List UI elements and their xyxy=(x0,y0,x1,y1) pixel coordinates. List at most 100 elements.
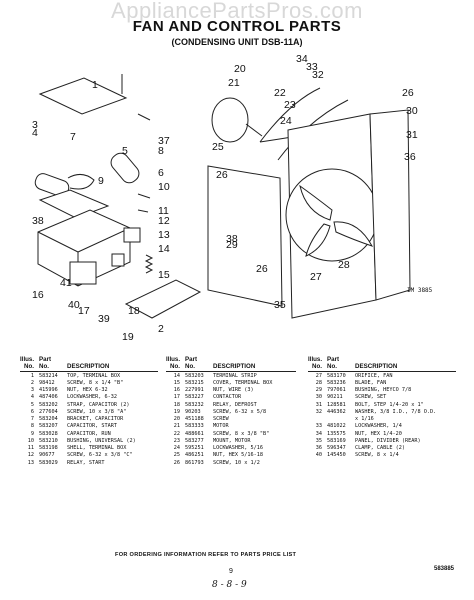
part-no: 583169 xyxy=(327,437,346,444)
illus-no: 14 xyxy=(173,372,180,379)
callout: 1 xyxy=(92,79,98,91)
part-description: BUSHING, HEYCO 7/8 xyxy=(355,387,412,393)
page-number: 9 xyxy=(229,568,233,575)
part-no: 861793 xyxy=(185,459,204,466)
col-header: DESCRIPTION xyxy=(67,363,110,371)
illus-no: 31 xyxy=(315,401,322,408)
part-description: SCREW, SET xyxy=(355,394,387,401)
part-no: 583198 xyxy=(39,445,58,451)
part-description: CAPACITOR, START xyxy=(67,423,117,430)
part-no: 797061 xyxy=(327,387,346,393)
part-no: 488661 xyxy=(185,430,204,437)
part-description: TERMINAL STRIP xyxy=(213,372,257,379)
part-no: 583028 xyxy=(39,430,58,437)
illus-no: 29 xyxy=(315,387,322,393)
illus-no: 4 xyxy=(30,394,34,401)
illus-no: 22 xyxy=(173,430,180,437)
part-no: 90211 xyxy=(327,394,343,401)
contactor xyxy=(69,261,97,285)
illus-no: 40 xyxy=(315,452,322,459)
page-subtitle: (CONDENSING UNIT DSB-11A) xyxy=(171,37,303,47)
parts-row: 23 583277 MOUNT, MOTOR xyxy=(166,438,296,445)
callout: 24 xyxy=(280,115,292,127)
part-no: 128581 xyxy=(327,401,346,408)
callout: 23 xyxy=(284,99,296,111)
part-description: BRACKET, CAPACITOR xyxy=(67,416,124,422)
callout: 40 xyxy=(68,299,80,311)
callout: 35 xyxy=(274,299,286,311)
fan-motor xyxy=(211,97,249,143)
col-header: No. xyxy=(312,363,322,371)
callout: 2 xyxy=(158,323,164,335)
part-description: TOP, TERMINAL BOX xyxy=(67,372,121,379)
part-description: CLAMP, CABLE (2) xyxy=(355,445,405,451)
part-no: 145450 xyxy=(327,452,346,459)
callout: 12 xyxy=(158,215,170,227)
part-no: 98412 xyxy=(39,379,55,386)
illus-no: 9 xyxy=(30,430,34,437)
parts-row: x 1/16 xyxy=(308,416,456,423)
callout: 31 xyxy=(406,129,418,141)
defrost-relay xyxy=(144,254,154,274)
part-description: CONTACTOR xyxy=(213,394,242,401)
callout: 3 xyxy=(32,119,38,131)
part-no: 487406 xyxy=(39,394,58,401)
illus-no: 15 xyxy=(173,379,180,386)
illus-no: 28 xyxy=(315,379,322,386)
part-no: 277604 xyxy=(39,408,58,415)
illus-no: 23 xyxy=(173,437,180,444)
orifice-ring xyxy=(285,168,379,262)
callout: 21 xyxy=(228,77,240,89)
illus-no: 26 xyxy=(173,459,180,466)
callout: 22 xyxy=(274,87,286,99)
illus-no: 6 xyxy=(30,408,34,415)
callout: 4 xyxy=(32,127,38,139)
col-header: Part xyxy=(39,356,52,363)
part-description: BOLT, STEP 1/4-20 x 1" xyxy=(355,401,424,408)
part-description: COVER, TERMINAL BOX xyxy=(213,379,273,386)
callout: 25 xyxy=(212,141,224,153)
start-capacitor xyxy=(110,152,140,184)
col-header: No. xyxy=(327,363,337,371)
part-description: STRAP, CAPACITOR (2) xyxy=(67,401,130,408)
part-no: 583029 xyxy=(39,459,58,466)
col-header: No. xyxy=(39,363,49,371)
col-header: Illus. xyxy=(20,356,35,363)
illus-no: 25 xyxy=(173,452,180,459)
part-description: ORIFICE, FAN xyxy=(355,372,393,379)
part-no: 583232 xyxy=(185,401,204,408)
part-description: LOCKWASHER, 5/16 xyxy=(213,445,263,451)
col-header: Illus. xyxy=(166,356,181,363)
watermark: AppliancePartsPros.com xyxy=(111,0,363,23)
part-no: 596347 xyxy=(327,445,346,451)
terminal-box-shell xyxy=(37,209,131,287)
part-description: SCREW, 6-32 x 5/8 xyxy=(213,408,267,415)
illus-no: 35 xyxy=(315,437,322,444)
part-no: 583277 xyxy=(185,437,204,444)
callout: 36 xyxy=(404,151,416,163)
part-description: SCREW, 6-32 x 3/8 "C" xyxy=(67,452,133,459)
part-description: MOUNT, MOTOR xyxy=(213,437,251,444)
callout: 13 xyxy=(158,229,170,241)
illus-no: 11 xyxy=(27,445,34,451)
diagram-code: IM 3885 xyxy=(407,287,433,294)
part-no: 415996 xyxy=(39,387,58,393)
part-description: NUT, HEX 1/4-20 xyxy=(355,430,402,437)
